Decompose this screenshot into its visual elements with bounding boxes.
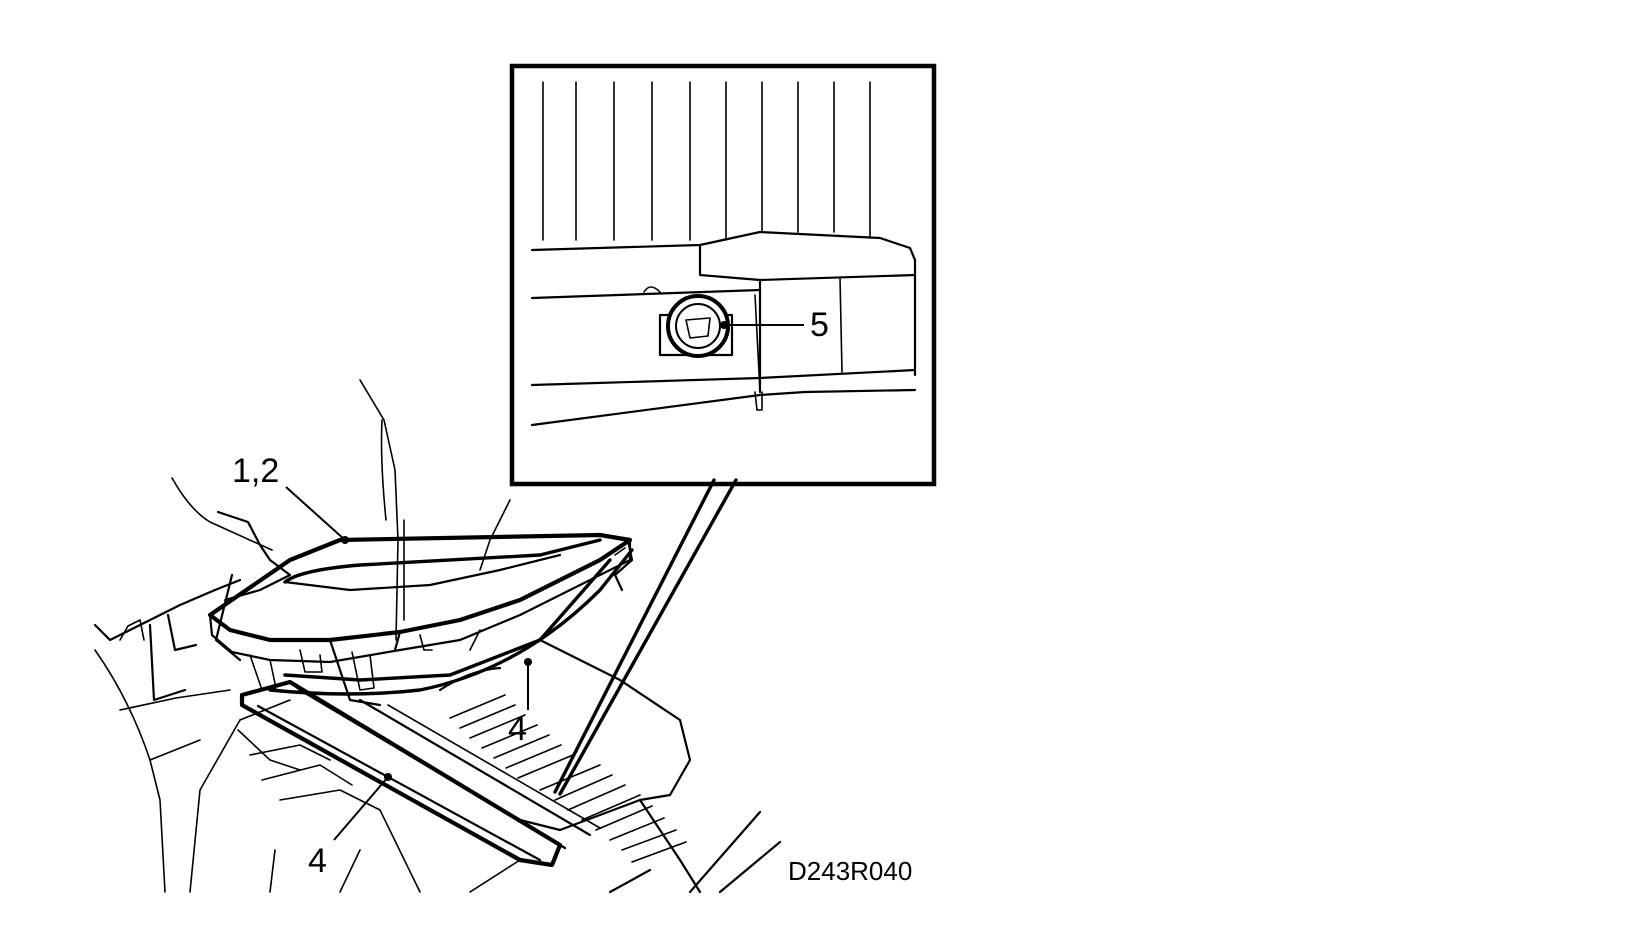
detail-housing (530, 230, 917, 427)
detail-inset-frame (509, 63, 937, 487)
vent-ribs (449, 694, 687, 863)
detail-fins (542, 81, 871, 241)
vent-part (438, 638, 782, 894)
tray-part (207, 532, 634, 707)
callout-5: 5 (720, 306, 829, 344)
detail-inset (509, 63, 937, 487)
zoom-lines (553, 478, 738, 796)
callout-4-upper: 4 (508, 658, 532, 748)
callout-1-2: 1,2 (232, 452, 349, 544)
callout-4-lower-label: 4 (308, 842, 327, 880)
callout-4-lower: 4 (308, 773, 392, 880)
callout-1-2-label: 1,2 (232, 452, 279, 490)
detail-fastener (658, 294, 734, 358)
main-assembly (93, 379, 782, 894)
figure-id: D243R040 (788, 856, 912, 886)
rail-part (239, 679, 601, 868)
callout-4-upper-label: 4 (508, 710, 527, 748)
callout-5-label: 5 (810, 306, 829, 344)
